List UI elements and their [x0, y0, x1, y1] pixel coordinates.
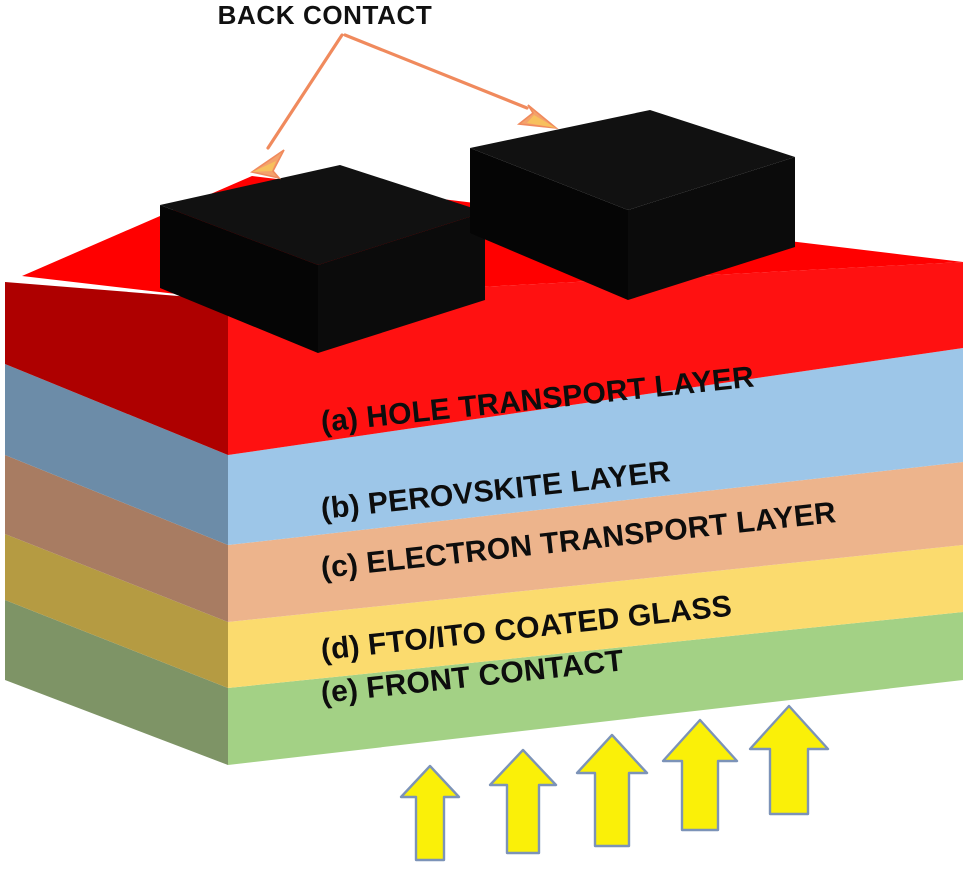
layer-b-left-face [5, 364, 228, 545]
block-right-top-face [470, 110, 795, 210]
back-contact-label: BACK CONTACT [218, 0, 433, 30]
layer-c-front-face [228, 462, 963, 622]
layer-a-left-face [5, 282, 228, 455]
incident-light-arrows [399, 704, 830, 862]
layer-c-left-face [5, 455, 228, 622]
light-arrow-4 [661, 718, 739, 832]
callout-arrow-right-head-tint [527, 115, 556, 128]
callout-arrow-left-line [266, 33, 344, 150]
layer-e-front-face [228, 612, 963, 765]
layer-e-left-face [5, 600, 228, 765]
block-left-right-face [318, 212, 485, 353]
block-left-front-face [160, 205, 318, 353]
light-arrow-5 [748, 704, 830, 816]
light-arrow-3 [575, 733, 649, 848]
slab-left-faces [5, 282, 228, 765]
block-right-right-face [628, 157, 795, 300]
callout-arrow-left-head-tint [252, 161, 276, 172]
block-right-front-face [470, 148, 628, 300]
back-contact-block-right [470, 110, 795, 300]
block-left-top-face [160, 165, 485, 265]
light-arrow-1 [399, 764, 461, 862]
layer-b-front-face [228, 348, 963, 545]
callout-arrow-left-head [250, 149, 285, 180]
light-arrow-2 [488, 748, 558, 855]
layer-d-left-face [5, 534, 228, 688]
layer-d-front-face [228, 545, 963, 688]
callout-arrow-right-line [343, 33, 529, 110]
back-contact-callout: BACK CONTACT [218, 0, 559, 180]
back-contact-block-left [160, 165, 485, 353]
